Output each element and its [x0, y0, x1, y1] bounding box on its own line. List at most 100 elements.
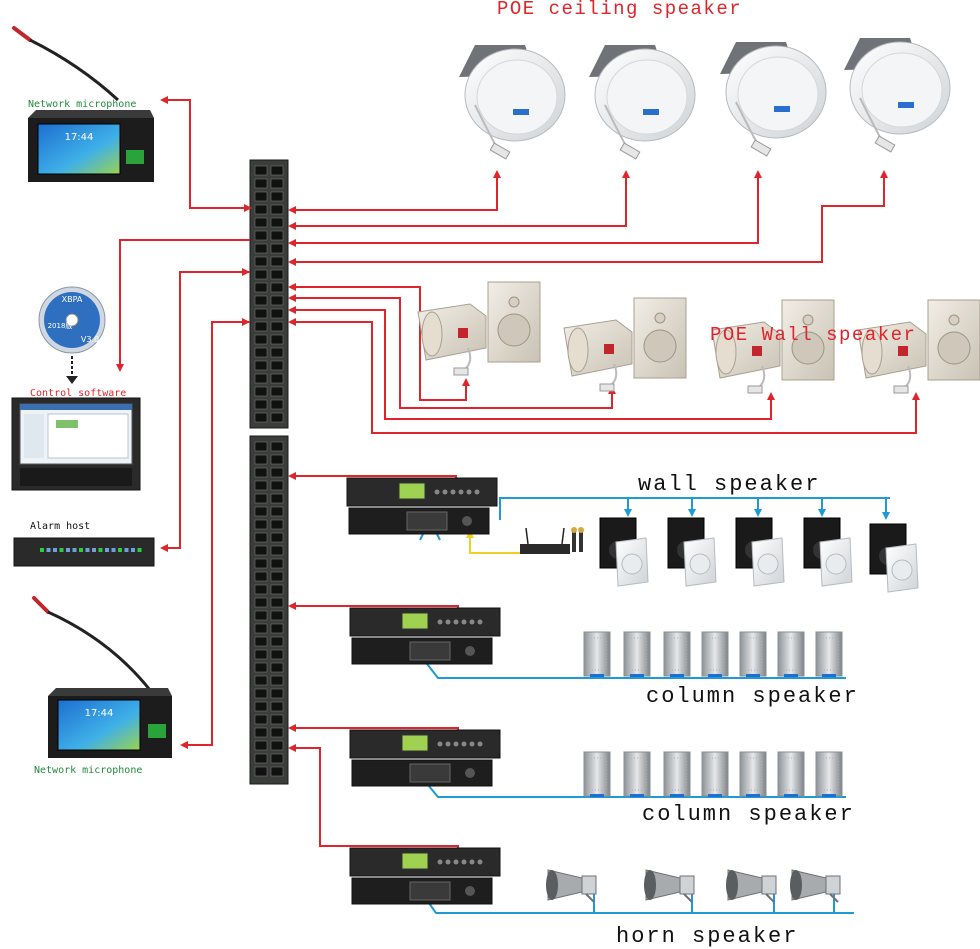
switch-port [254, 441, 268, 452]
column-speaker [739, 631, 767, 677]
switch-port [270, 688, 284, 699]
label-column-speaker-1: column speaker [646, 684, 859, 709]
switch-port [270, 178, 284, 189]
column-speaker [701, 751, 729, 797]
switch-port [254, 454, 268, 465]
alarm-led [46, 548, 51, 552]
switch-port [254, 334, 268, 345]
switch-port [270, 584, 284, 595]
switch-port [270, 649, 284, 660]
poe-ceiling-speakers [459, 38, 951, 160]
alarm-led [66, 548, 70, 552]
horn-speaker [644, 869, 695, 903]
column-speaker [583, 631, 611, 677]
switch-port [270, 532, 284, 543]
software-cd: XBPA 2018版 V3.0 [38, 286, 106, 354]
label-column-speaker-2: column speaker [642, 802, 855, 827]
wall-speakers [599, 517, 919, 593]
label-control-software: Control software [30, 388, 127, 399]
switch-port [270, 386, 284, 397]
switch-port [270, 480, 284, 491]
alarm-led [92, 548, 96, 552]
switch-port [254, 727, 268, 738]
column-speaker [663, 751, 691, 797]
alarm-led [124, 548, 129, 552]
switch-port [254, 467, 268, 478]
switch-port [254, 558, 268, 569]
switch-port [270, 308, 284, 319]
switch-port [254, 256, 268, 267]
label-wall-speaker: wall speaker [638, 472, 821, 497]
alarm-led [111, 548, 116, 552]
label-poe-wall: POE Wall speaker [710, 324, 917, 346]
column-speaker [701, 631, 729, 677]
switch-port [270, 360, 284, 371]
label-network-mic-top: Network microphone [28, 99, 137, 110]
switch-port [254, 649, 268, 660]
network-microphone-bottom: 17:44 [32, 596, 172, 758]
switch-port [270, 571, 284, 582]
network-switch-top [249, 159, 289, 429]
label-alarm-host: Alarm host [30, 521, 91, 532]
label-network-mic-bottom: Network microphone [34, 765, 143, 776]
switch-port [254, 584, 268, 595]
horn-speaker [546, 869, 597, 903]
switch-port [270, 714, 284, 725]
switch-port [254, 753, 268, 764]
switch-port [270, 373, 284, 384]
switch-port [270, 493, 284, 504]
switch-port [254, 360, 268, 371]
label-poe-ceiling: POE ceiling speaker [497, 0, 743, 20]
alarm-led [137, 548, 142, 552]
switch-port [270, 321, 284, 332]
horn-speaker [726, 869, 777, 903]
switch-port [254, 230, 268, 241]
switch-port [254, 282, 268, 293]
column-speaker [663, 631, 691, 677]
switch-port [254, 373, 268, 384]
alarm-led [59, 548, 64, 552]
wall-speaker [599, 517, 649, 587]
column-speaker [739, 751, 767, 797]
switch-port [270, 467, 284, 478]
column-speaker [777, 751, 805, 797]
poe-ceiling-speaker [459, 45, 566, 160]
switch-port [254, 178, 268, 189]
switch-port [270, 295, 284, 306]
poe-wall-speaker [857, 299, 980, 394]
switch-port [270, 753, 284, 764]
wall-speaker [667, 517, 717, 587]
poe-ceiling-speaker [720, 42, 827, 157]
switch-port [270, 204, 284, 215]
switch-port [254, 217, 268, 228]
switch-port [270, 347, 284, 358]
column-speaker [623, 751, 651, 797]
switch-port [254, 412, 268, 423]
poe-wall-speaker [711, 299, 835, 394]
switch-port [270, 545, 284, 556]
links-poe-wall [288, 283, 920, 434]
switch-port [270, 230, 284, 241]
switch-port [254, 506, 268, 517]
switch-port [270, 623, 284, 634]
switch-port [254, 191, 268, 202]
horn-speakers [546, 869, 841, 903]
switch-port [270, 766, 284, 777]
label-horn-speaker: horn speaker [616, 924, 799, 949]
switch-port [254, 766, 268, 777]
horn-speaker [790, 869, 841, 903]
amplifier-rack [349, 729, 501, 787]
switch-port [254, 701, 268, 712]
switch-port [254, 675, 268, 686]
alarm-led [85, 548, 90, 552]
switch-port [270, 636, 284, 647]
switch-port [270, 727, 284, 738]
switch-port [254, 688, 268, 699]
column-speaker [583, 751, 611, 797]
switch-port [254, 532, 268, 543]
switch-port [270, 441, 284, 452]
switch-port [254, 480, 268, 491]
column-speaker [815, 751, 843, 797]
switch-port [254, 662, 268, 673]
